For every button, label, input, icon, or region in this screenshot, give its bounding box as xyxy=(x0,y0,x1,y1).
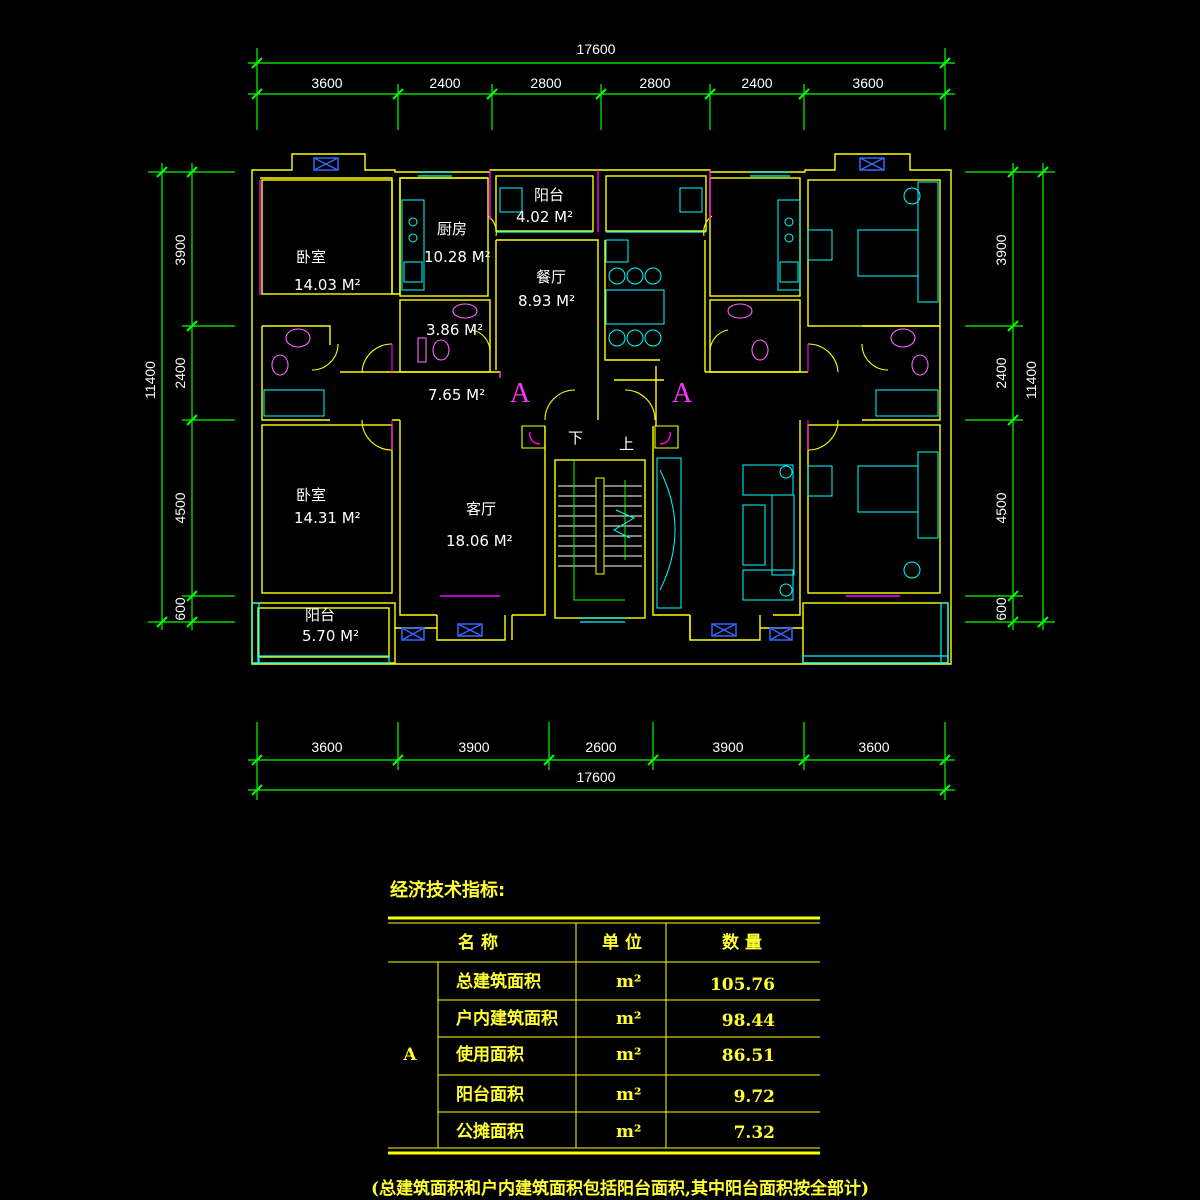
table-row-value: 98.44 xyxy=(722,1011,775,1031)
room-bedroom1-name: 卧室 xyxy=(296,248,326,266)
table-row-value: 9.72 xyxy=(734,1087,775,1107)
dim-right-seg: 2400 xyxy=(993,357,1009,388)
dim-top-seg: 3600 xyxy=(852,75,883,91)
dim-bottom-total: 17600 xyxy=(577,769,616,785)
dim-left-total: 11400 xyxy=(142,361,158,399)
table-row-name: 公摊面积 xyxy=(456,1121,524,1142)
dim-right-seg: 3900 xyxy=(993,234,1009,265)
room-hall-area: 7.65 M² xyxy=(428,386,485,404)
dim-bottom-seg: 3600 xyxy=(311,739,342,755)
table-title: 经济技术指标: xyxy=(390,879,505,901)
unit-axis-label-left: A xyxy=(510,378,531,409)
windows xyxy=(251,171,949,664)
dim-bottom-seg: 3900 xyxy=(458,739,489,755)
dim-left-seg: 2400 xyxy=(172,357,188,388)
room-bedroom2-area: 14.31 M² xyxy=(294,509,361,527)
sanitary-fixtures xyxy=(271,303,929,376)
dim-bottom-seg: 2600 xyxy=(585,739,616,755)
dim-top-seg: 3600 xyxy=(311,75,342,91)
window-units xyxy=(313,157,885,641)
dim-bottom-seg: 3900 xyxy=(712,739,743,755)
table-row-value: 7.32 xyxy=(734,1123,775,1143)
room-balcony-bottom-area: 5.70 M² xyxy=(302,627,359,645)
table-row-unit: m² xyxy=(616,1085,641,1105)
table-row-value: 86.51 xyxy=(722,1046,775,1066)
table-row-name: 阳台面积 xyxy=(456,1084,524,1105)
magenta-markers xyxy=(259,170,900,597)
table-grid xyxy=(388,916,820,1155)
dim-right-seg: 4500 xyxy=(993,492,1009,523)
room-kitchen-name: 厨房 xyxy=(437,220,467,238)
table-note: (总建筑面积和户内建筑面积包括阳台面积,其中阳台面积按全部计) xyxy=(371,1178,869,1199)
stair-up-label: 上 xyxy=(619,435,634,453)
table-row-unit: m² xyxy=(616,1045,641,1065)
dim-top-seg: 2800 xyxy=(530,75,561,91)
room-balcony-top-area: 4.02 M² xyxy=(516,208,573,226)
dim-bottom-seg: 3600 xyxy=(858,739,889,755)
dim-left-seg: 4500 xyxy=(172,492,188,523)
table-row-name: 户内建筑面积 xyxy=(456,1008,558,1029)
table-header-name: 名 称 xyxy=(458,932,498,953)
dim-right-seg: 600 xyxy=(993,597,1009,621)
dim-top-seg: 2400 xyxy=(741,75,772,91)
table-row-name: 总建筑面积 xyxy=(456,971,541,992)
dim-right-total: 11400 xyxy=(1023,361,1039,399)
room-balcony-bottom-name: 阳台 xyxy=(305,606,335,624)
table-row-unit: m² xyxy=(616,1122,641,1142)
room-living-area: 18.06 M² xyxy=(446,532,513,550)
table-row-value: 105.76 xyxy=(710,975,775,995)
stair xyxy=(558,460,642,601)
room-bedroom2-name: 卧室 xyxy=(296,486,326,504)
dim-left-seg: 3900 xyxy=(172,234,188,265)
dim-top-seg: 2800 xyxy=(639,75,670,91)
room-living-name: 客厅 xyxy=(466,500,496,518)
room-kitchen-area: 10.28 M² xyxy=(424,248,491,266)
stair-down-label: 下 xyxy=(568,429,583,447)
room-bath-area: 3.86 M² xyxy=(426,321,483,339)
table-row-unit: m² xyxy=(616,972,641,992)
table-group-label: A xyxy=(402,1045,417,1065)
walls xyxy=(251,153,952,665)
table-header-unit: 单 位 xyxy=(602,932,642,953)
table-row-unit: m² xyxy=(616,1009,641,1029)
room-bedroom1-area: 14.03 M² xyxy=(294,276,361,294)
dim-top-seg: 2400 xyxy=(429,75,460,91)
table-header-value: 数 量 xyxy=(722,932,762,953)
doors xyxy=(311,215,889,451)
dimension-lines xyxy=(148,48,1055,800)
fixtures xyxy=(263,181,939,609)
dimension-ticks xyxy=(156,57,1049,796)
table-row-name: 使用面积 xyxy=(455,1044,524,1065)
dim-top-total: 17600 xyxy=(577,41,616,57)
room-dining-name: 餐厅 xyxy=(536,268,566,286)
dim-left-seg: 600 xyxy=(172,597,188,621)
unit-axis-label-right: A xyxy=(672,378,693,409)
room-dining-area: 8.93 M² xyxy=(518,292,575,310)
room-balcony-top-name: 阳台 xyxy=(534,186,564,204)
